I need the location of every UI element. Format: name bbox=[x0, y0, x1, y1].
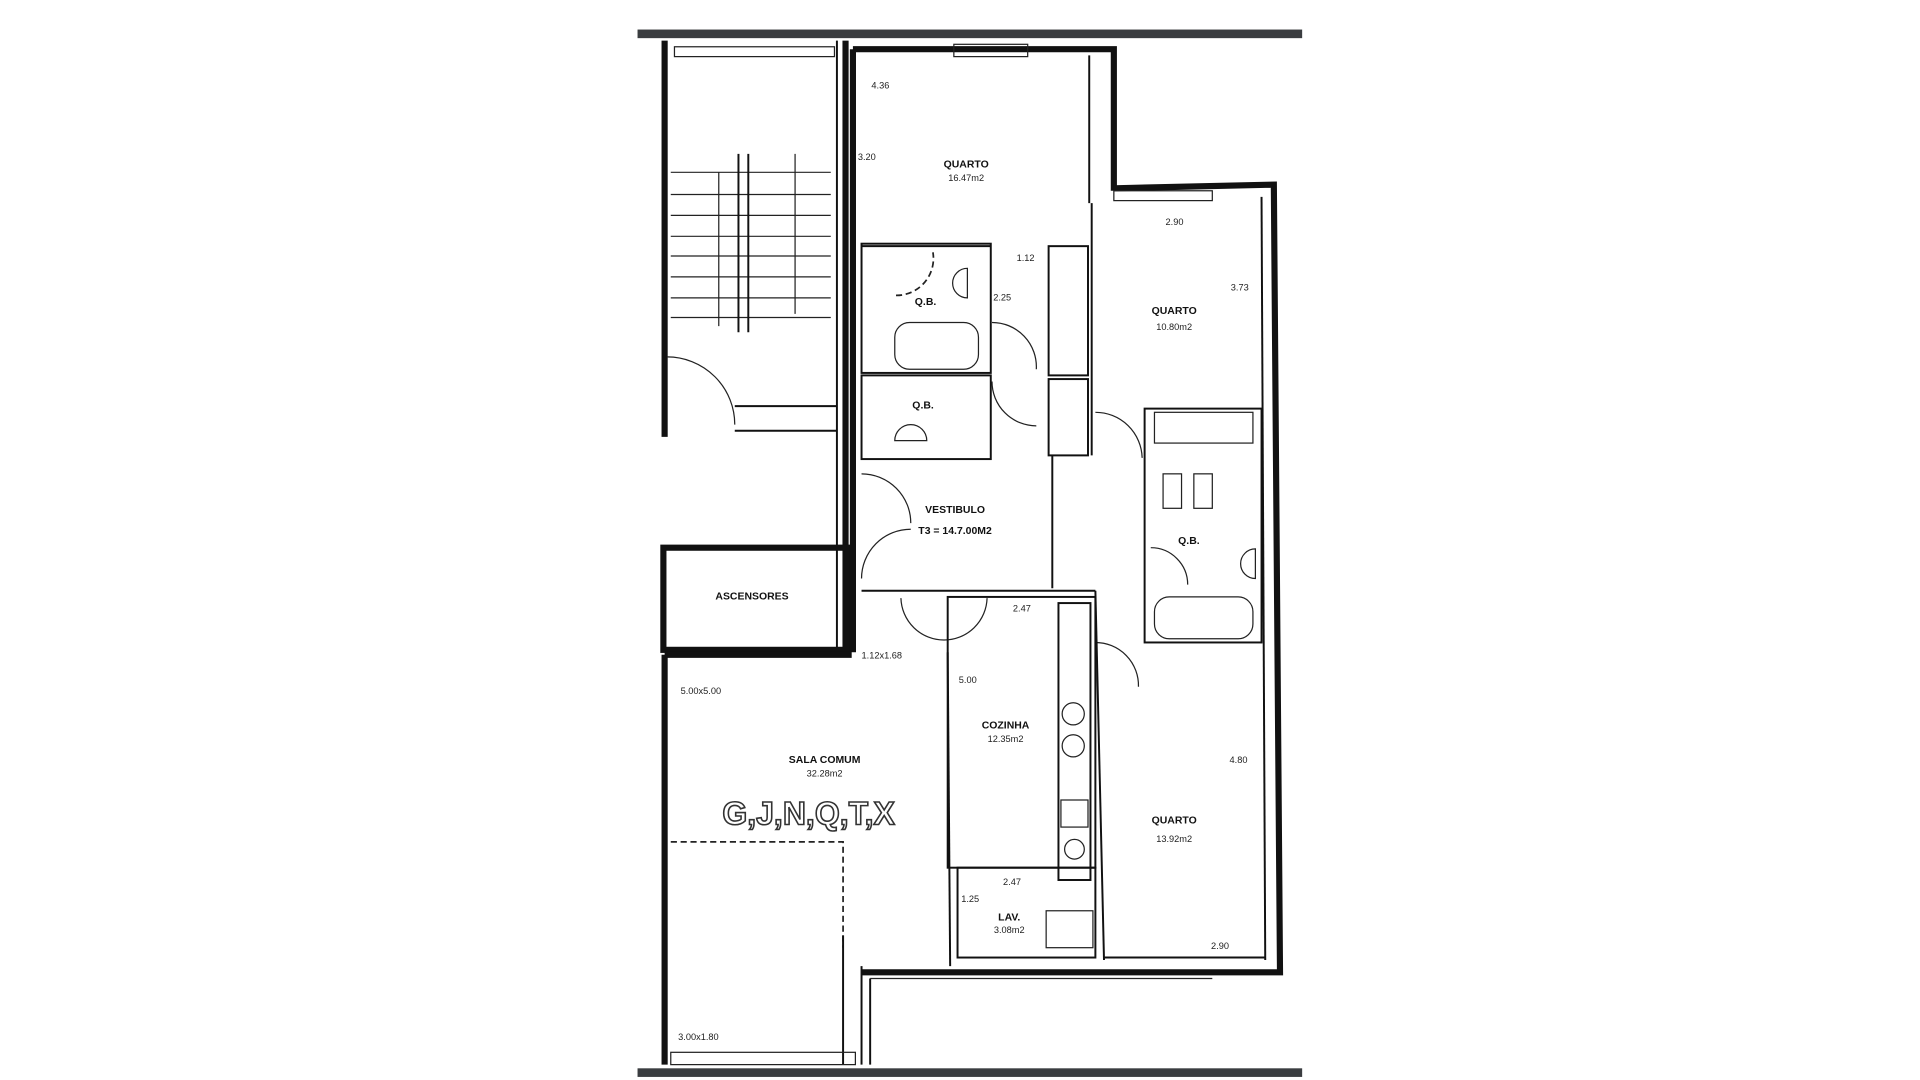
room-label-vestibulo: VESTIBULO bbox=[925, 505, 985, 516]
room-label-lav: LAV. bbox=[998, 913, 1020, 924]
unit-letters-label: G,J,N,Q,T,X bbox=[722, 796, 895, 832]
dimension-label: 1.12x1.68 bbox=[862, 650, 903, 660]
room-label-qb-3: Q.B. bbox=[1178, 536, 1200, 547]
dimension-label: 5.00 bbox=[959, 675, 977, 685]
dimension-label: 1.25 bbox=[961, 894, 979, 904]
room-area-cozinha: 12.35m2 bbox=[988, 734, 1024, 744]
room-label-cozinha: COZINHA bbox=[982, 721, 1030, 732]
dimension-label: 2.25 bbox=[993, 292, 1011, 302]
room-label-quarto-1: QUARTO bbox=[944, 159, 989, 170]
bottom-frame-bar bbox=[637, 1068, 1303, 1077]
dimension-label: 3.73 bbox=[1231, 282, 1249, 292]
dimension-label: 2.47 bbox=[1013, 604, 1031, 614]
room-label-ascensores: ASCENSORES bbox=[715, 591, 788, 602]
room-label-sala-comum: SALA COMUM bbox=[789, 755, 861, 766]
room-area-quarto-2: 10.80m2 bbox=[1156, 322, 1192, 332]
room-label-qb-1: Q.B. bbox=[915, 297, 937, 308]
room-area-vestibulo: T3 = 14.7.00M2 bbox=[918, 526, 992, 537]
dimension-label: 2.90 bbox=[1166, 217, 1184, 227]
dimension-label: 3.00x1.80 bbox=[678, 1032, 719, 1042]
dimension-label: 4.80 bbox=[1230, 755, 1248, 765]
room-label-quarto-3: QUARTO bbox=[1152, 815, 1197, 826]
dimension-label: 4.36 bbox=[871, 81, 889, 91]
room-area-quarto-3: 13.92m2 bbox=[1156, 834, 1192, 844]
room-area-lav: 3.08m2 bbox=[994, 925, 1025, 935]
dimension-label: 1.12 bbox=[1017, 253, 1035, 263]
dimension-label: 2.90 bbox=[1211, 941, 1229, 951]
dimension-label: 3.20 bbox=[858, 152, 876, 162]
stairs bbox=[670, 153, 831, 333]
dimension-label: 2.47 bbox=[1003, 877, 1021, 887]
room-area-sala-comum: 32.28m2 bbox=[807, 769, 843, 779]
room-label-qb-2: Q.B. bbox=[912, 401, 934, 412]
room-label-quarto-2: QUARTO bbox=[1152, 306, 1197, 317]
dimension-label: 5.00x5.00 bbox=[681, 686, 722, 696]
walls bbox=[660, 40, 1284, 1066]
room-area-quarto-1: 16.47m2 bbox=[948, 173, 984, 183]
top-frame-bar bbox=[637, 29, 1303, 39]
